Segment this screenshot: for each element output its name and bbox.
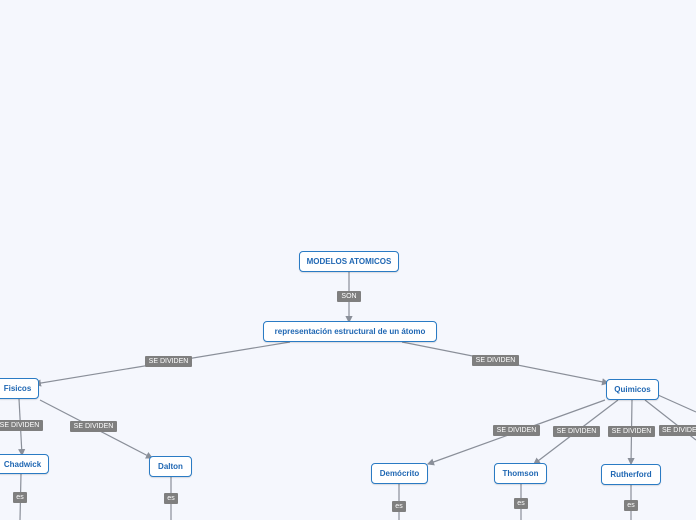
- node-rutherford[interactable]: Rutherford: [601, 464, 661, 485]
- node-chadwick[interactable]: Chadwick: [0, 454, 49, 474]
- node-quimicos[interactable]: Quimicos: [606, 379, 659, 400]
- connector-quimicos-offscreen-2: [657, 394, 696, 413]
- link-label-es-chadwick: es: [13, 492, 27, 503]
- node-thomson[interactable]: Thomson: [494, 463, 547, 484]
- node-representacion-estructural[interactable]: representación estructural de un átomo: [263, 321, 437, 342]
- link-label-se-dividen-thomson: SE DIVIDEN: [553, 426, 600, 437]
- link-label-se-dividen-fisicos: SE DIVIDEN: [145, 356, 192, 367]
- link-label-se-dividen-dalton: SE DIVIDEN: [70, 421, 117, 432]
- node-fisicos[interactable]: Fisicos: [0, 378, 39, 399]
- node-democrito[interactable]: Demócrito: [371, 463, 428, 484]
- link-label-se-dividen-democrito: SE DIVIDEN: [493, 425, 540, 436]
- link-label-se-dividen-rutherford: SE DIVIDEN: [608, 426, 655, 437]
- link-label-es-thomson: es: [514, 498, 528, 509]
- link-label-se-dividen-offscreen: SE DIVIDEN: [659, 425, 696, 436]
- link-label-es-dalton: es: [164, 493, 178, 504]
- link-label-se-dividen-chadwick: SE DIVIDEN: [0, 420, 43, 431]
- link-label-es-rutherford: es: [624, 500, 638, 511]
- link-label-es-democrito: es: [392, 501, 406, 512]
- node-modelos-atomicos[interactable]: MODELOS ATOMICOS: [299, 251, 399, 272]
- node-dalton[interactable]: Dalton: [149, 456, 192, 477]
- link-label-se-dividen-quimicos: SE DIVIDEN: [472, 355, 519, 366]
- link-label-son: SON: [337, 291, 361, 302]
